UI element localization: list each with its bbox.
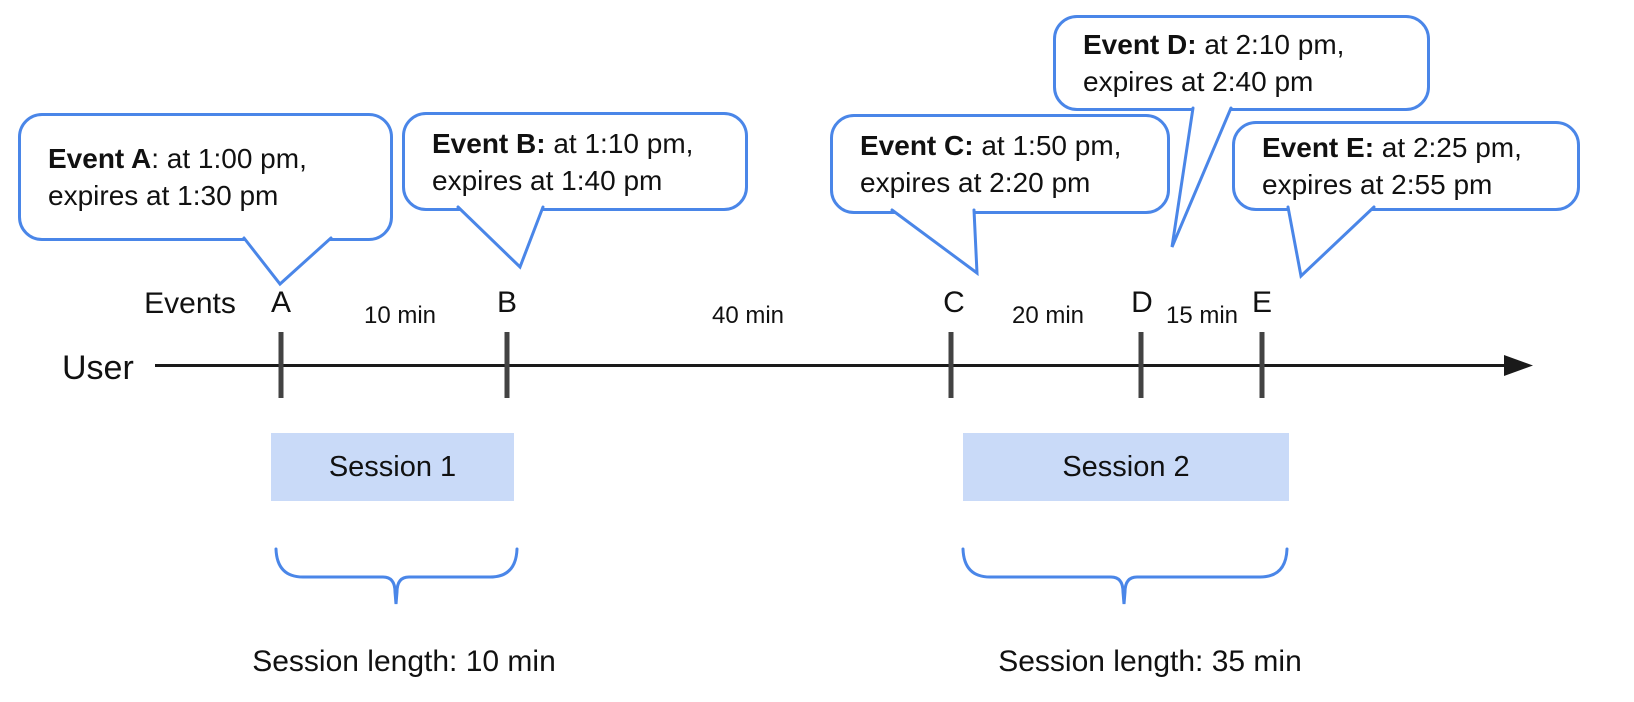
callout-event-e-line1: Event E: at 2:25 pm, xyxy=(1262,129,1565,166)
callout-event-b-line2: expires at 1:40 pm xyxy=(432,164,663,196)
session-2-bar: Session 2 xyxy=(963,433,1289,501)
tick-label-b: B xyxy=(496,286,518,319)
callout-event-d-line2: expires at 2:40 pm xyxy=(1083,66,1314,97)
callout-event-e-title: Event E: xyxy=(1262,132,1375,163)
session-2-length-caption: Session length: 35 min xyxy=(998,645,1302,678)
callout-event-a-line2: expires at 1:30 pm xyxy=(48,180,279,211)
events-row-label: Events xyxy=(144,287,236,320)
session-1-bar: Session 1 xyxy=(271,433,514,501)
callout-event-a: Event A: at 1:00 pm, expires at 1:30 pm xyxy=(18,113,393,241)
callout-event-d-time: at 2:10 pm, xyxy=(1196,29,1345,60)
timeline-arrowhead-icon xyxy=(1504,355,1533,376)
callout-tail-d xyxy=(1170,106,1233,248)
callout-event-c: Event C: at 1:50 pm, expires at 2:20 pm xyxy=(830,114,1170,214)
callout-event-d-title: Event D: xyxy=(1083,29,1197,60)
tick-mark-a xyxy=(278,332,284,398)
session-2-label: Session 2 xyxy=(1062,450,1190,483)
callout-event-b-line1: Event B: at 1:10 pm, xyxy=(432,125,733,162)
callout-event-b: Event B: at 1:10 pm, expires at 1:40 pm xyxy=(402,112,748,211)
callout-event-e-line2: expires at 2:55 pm xyxy=(1262,169,1493,200)
tick-label-c: C xyxy=(943,286,965,319)
tick-label-a: A xyxy=(270,286,292,319)
tick-mark-e xyxy=(1259,332,1265,398)
callout-tail-c xyxy=(890,208,979,277)
callout-event-d: Event D: at 2:10 pm, expires at 2:40 pm xyxy=(1053,15,1430,111)
callout-event-e: Event E: at 2:25 pm, expires at 2:55 pm xyxy=(1232,121,1580,211)
callout-event-d-line1: Event D: at 2:10 pm, xyxy=(1083,26,1415,63)
callout-event-c-time: at 1:50 pm, xyxy=(973,130,1122,161)
interval-a-b: 10 min xyxy=(363,302,437,329)
callout-event-b-title: Event B: xyxy=(432,127,546,159)
callout-event-c-line1: Event C: at 1:50 pm, xyxy=(860,127,1155,164)
callout-event-a-line1: Event A: at 1:00 pm, xyxy=(48,140,378,177)
callout-tail-a xyxy=(242,236,333,287)
interval-d-e: 15 min xyxy=(1165,302,1239,329)
callout-event-a-title: Event A xyxy=(48,143,152,174)
interval-c-d: 20 min xyxy=(1011,302,1085,329)
session-2-brace xyxy=(961,547,1289,605)
callout-event-a-time: : at 1:00 pm, xyxy=(151,143,307,174)
session-1-label: Session 1 xyxy=(328,450,457,483)
user-row-label: User xyxy=(62,349,134,387)
tick-label-d: D xyxy=(1131,286,1153,319)
tick-mark-c xyxy=(948,332,954,398)
tick-mark-b xyxy=(504,332,510,398)
tick-mark-d xyxy=(1138,332,1144,398)
interval-b-c: 40 min xyxy=(711,302,785,329)
callout-event-c-title: Event C: xyxy=(860,130,974,161)
session-1-length-caption: Session length: 10 min xyxy=(252,645,556,678)
callout-event-e-time: at 2:25 pm, xyxy=(1374,132,1522,163)
callout-event-c-line2: expires at 2:20 pm xyxy=(860,167,1091,198)
callout-tail-e xyxy=(1286,205,1376,279)
session-1-brace xyxy=(274,547,519,605)
callout-tail-b xyxy=(456,205,545,270)
callout-event-b-time: at 1:10 pm, xyxy=(545,127,694,159)
tick-label-e: E xyxy=(1251,286,1273,319)
